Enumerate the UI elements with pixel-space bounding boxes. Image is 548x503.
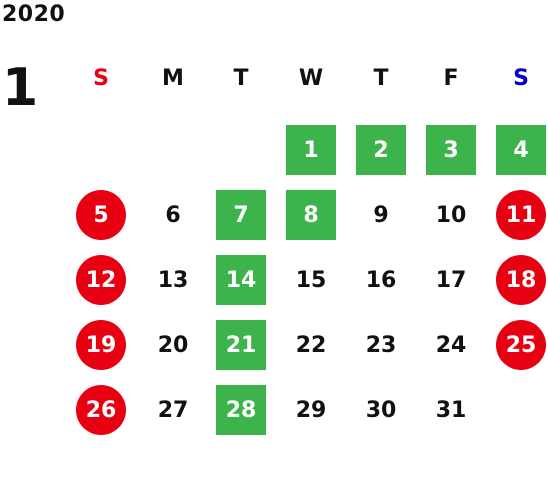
day-cell[interactable]: 19 — [76, 320, 126, 370]
day-cell[interactable]: 11 — [496, 190, 546, 240]
day-cell[interactable]: 4 — [496, 125, 546, 175]
month-label: 1 — [2, 58, 39, 118]
day-cell[interactable]: 25 — [496, 320, 546, 370]
day-cell[interactable]: 12 — [76, 255, 126, 305]
day-cell[interactable]: 17 — [435, 267, 467, 293]
day-cell[interactable]: 18 — [496, 255, 546, 305]
day-cell[interactable]: 21 — [216, 320, 266, 370]
year-label: 2020 — [2, 2, 66, 27]
day-cell[interactable]: 28 — [216, 385, 266, 435]
day-cell[interactable]: 31 — [435, 397, 467, 423]
day-cell[interactable]: 5 — [76, 190, 126, 240]
day-cell[interactable]: 13 — [157, 267, 189, 293]
day-cell[interactable]: 23 — [365, 332, 397, 358]
weekday-label: S — [93, 66, 109, 91]
weekday-label: W — [298, 66, 324, 91]
day-cell[interactable]: 8 — [286, 190, 336, 240]
day-cell[interactable]: 22 — [295, 332, 327, 358]
day-cell[interactable]: 26 — [76, 385, 126, 435]
weekday-label: T — [233, 66, 249, 91]
weekday-label: F — [443, 66, 459, 91]
weekday-label: S — [513, 66, 529, 91]
day-cell[interactable]: 29 — [295, 397, 327, 423]
day-cell[interactable]: 2 — [356, 125, 406, 175]
day-cell[interactable]: 3 — [426, 125, 476, 175]
day-cell[interactable]: 14 — [216, 255, 266, 305]
day-cell[interactable]: 30 — [365, 397, 397, 423]
day-cell[interactable]: 6 — [165, 202, 181, 228]
day-cell[interactable]: 1 — [286, 125, 336, 175]
day-cell[interactable]: 15 — [295, 267, 327, 293]
day-cell[interactable]: 7 — [216, 190, 266, 240]
day-cell[interactable]: 10 — [435, 202, 467, 228]
day-cell[interactable]: 24 — [435, 332, 467, 358]
weekday-label: T — [373, 66, 389, 91]
day-cell[interactable]: 20 — [157, 332, 189, 358]
day-cell[interactable]: 16 — [365, 267, 397, 293]
weekday-label: M — [162, 66, 184, 91]
day-cell[interactable]: 27 — [157, 397, 189, 423]
day-cell[interactable]: 9 — [373, 202, 389, 228]
